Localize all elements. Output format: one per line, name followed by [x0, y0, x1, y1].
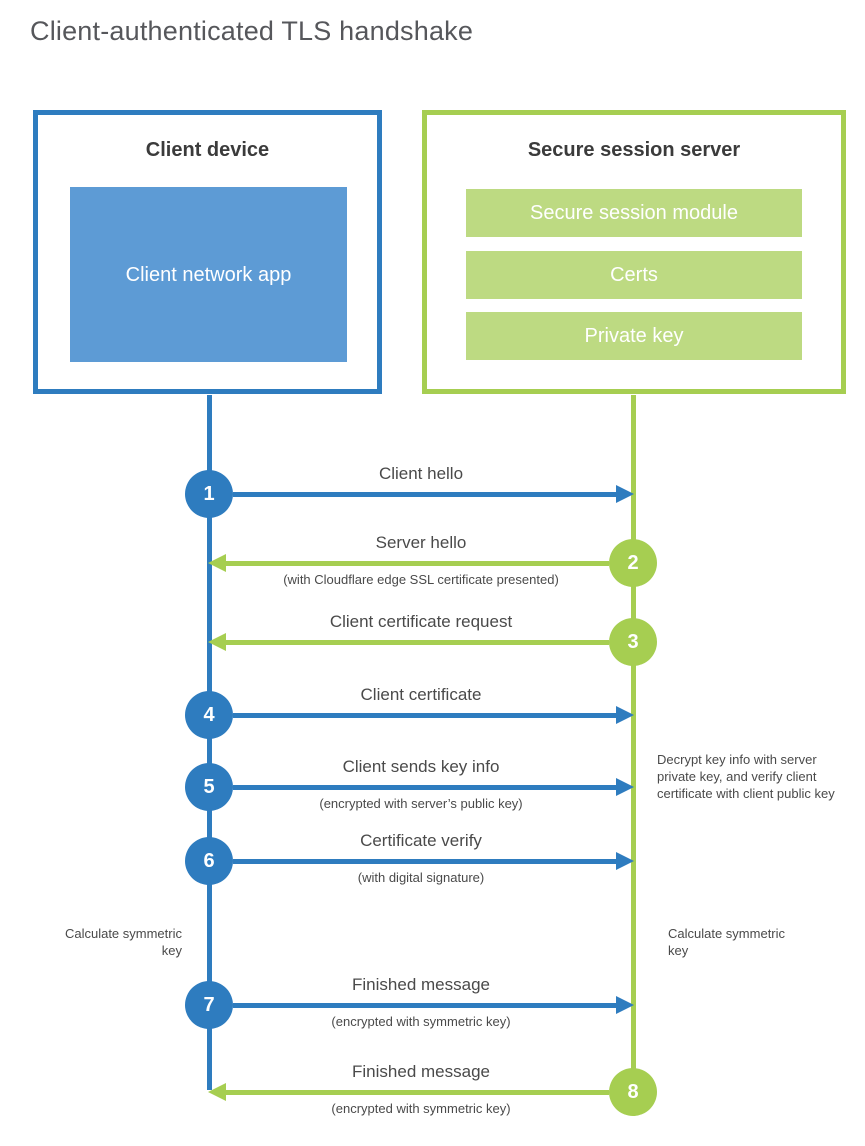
- client-lifeline: [207, 395, 212, 1090]
- step-1-arrowhead-right-icon: [616, 485, 634, 503]
- secure-session-server-box: Secure session server Secure session mod…: [422, 110, 846, 394]
- step-2-badge: 2: [609, 539, 657, 587]
- client-calculate-note: Calculate symmetric key: [64, 926, 182, 958]
- step-8-badge: 8: [609, 1068, 657, 1116]
- step-6-arrow: [233, 859, 616, 864]
- step-6-badge: 6: [185, 837, 233, 885]
- step-5-sublabel: (encrypted with server’s public key): [319, 796, 523, 811]
- step-6-arrowhead-right-icon: [616, 852, 634, 870]
- step-7-arrow: [233, 1003, 616, 1008]
- step-2-sublabel: (with Cloudflare edge SSL certificate pr…: [283, 572, 559, 587]
- step-5-badge: 5: [185, 763, 233, 811]
- step-5-label: Client sends key info: [342, 757, 500, 776]
- step-8-label: Finished message: [352, 1062, 490, 1081]
- client-device-title: Client device: [145, 139, 270, 161]
- server-module-secure-session: Secure session module: [466, 189, 802, 237]
- server-calculate-note: Calculate symmetric key: [668, 926, 786, 958]
- server-lifeline: [631, 395, 636, 1092]
- step-6-label: Certificate verify: [360, 831, 482, 850]
- step-8-arrowhead-left-icon: [208, 1083, 226, 1101]
- step-4-badge: 4: [185, 691, 233, 739]
- step-3-badge: 3: [609, 618, 657, 666]
- step-8-arrow: [226, 1090, 609, 1095]
- step-1-badge: 1: [185, 470, 233, 518]
- step-7-sublabel: (encrypted with symmetric key): [331, 1014, 511, 1029]
- step-8-sublabel: (encrypted with symmetric key): [331, 1101, 511, 1116]
- step-4-arrowhead-right-icon: [616, 706, 634, 724]
- client-network-app-label: Client network app: [125, 263, 292, 286]
- step-3-arrow: [226, 640, 609, 645]
- step-1-label: Client hello: [378, 464, 464, 483]
- client-network-app-box: Client network app: [70, 187, 347, 362]
- step-2-arrow: [226, 561, 609, 566]
- step-2-label: Server hello: [375, 533, 467, 552]
- step-7-arrowhead-right-icon: [616, 996, 634, 1014]
- client-device-box: Client device Client network app: [33, 110, 382, 394]
- step-4-label: Client certificate: [360, 685, 482, 704]
- step-3-label: Client certificate request: [329, 612, 513, 631]
- step-4-arrow: [233, 713, 616, 718]
- step-1-arrow: [233, 492, 616, 497]
- step-7-badge: 7: [185, 981, 233, 1029]
- step-5-arrowhead-right-icon: [616, 778, 634, 796]
- page-title: Client-authenticated TLS handshake: [30, 16, 474, 46]
- step-6-sublabel: (with digital signature): [357, 870, 485, 885]
- server-module-certs: Certs: [466, 251, 802, 299]
- step-2-arrowhead-left-icon: [208, 554, 226, 572]
- server-module-private-key: Private key: [466, 312, 802, 360]
- step-5-arrow: [233, 785, 616, 790]
- server-decrypt-note: Decrypt key info with server private key…: [657, 752, 835, 801]
- step-7-label: Finished message: [352, 975, 490, 994]
- step-3-arrowhead-left-icon: [208, 633, 226, 651]
- secure-session-server-title: Secure session server: [527, 139, 741, 161]
